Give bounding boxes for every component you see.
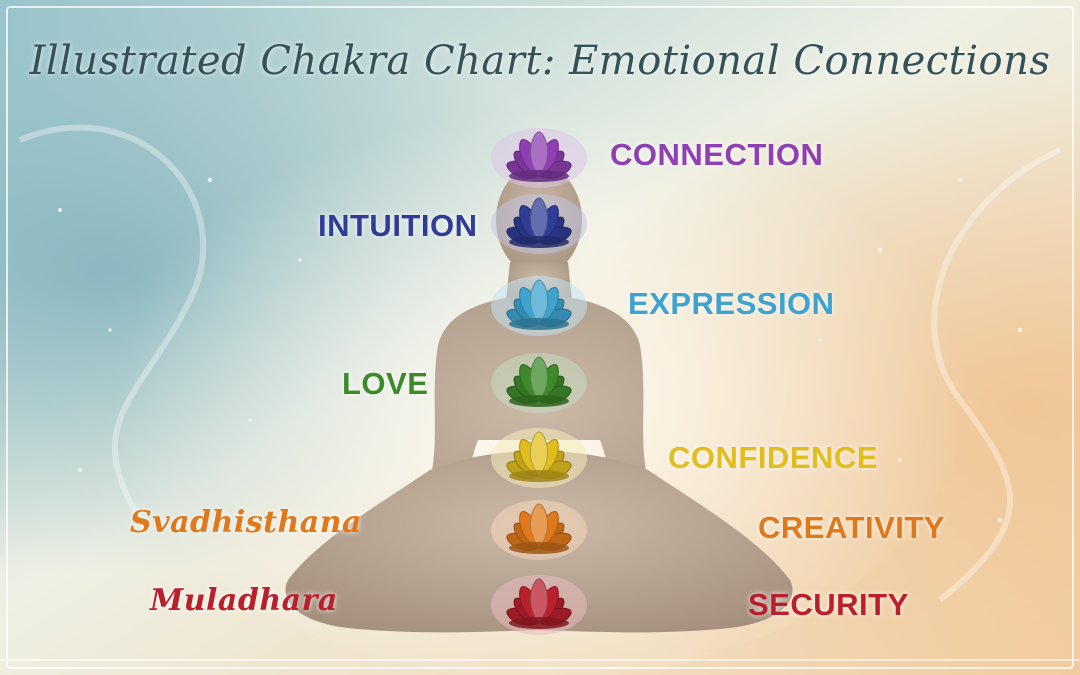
label-third-eye: INTUITION xyxy=(318,208,478,243)
label-sacral: CREATIVITY xyxy=(758,510,945,545)
lotus-sacral-icon xyxy=(491,500,587,560)
label-sacral-name: Svadhisthana xyxy=(130,505,362,540)
lotus-root-icon xyxy=(491,575,587,635)
label-root: SECURITY xyxy=(748,587,909,622)
label-throat: EXPRESSION xyxy=(628,286,835,321)
lotus-crown-icon xyxy=(491,128,587,188)
lotus-throat-icon xyxy=(491,276,587,336)
label-heart: LOVE xyxy=(342,366,429,401)
lotus-solar-plexus-icon xyxy=(491,428,587,488)
label-solar-plexus: CONFIDENCE xyxy=(668,440,878,475)
label-crown: CONNECTION xyxy=(610,137,824,172)
chart-title: Illustrated Chakra Chart: Emotional Conn… xyxy=(29,38,1051,84)
lotus-heart-icon xyxy=(491,353,587,413)
label-root-name: Muladhara xyxy=(150,583,338,618)
lotus-third-eye-icon xyxy=(491,194,587,254)
